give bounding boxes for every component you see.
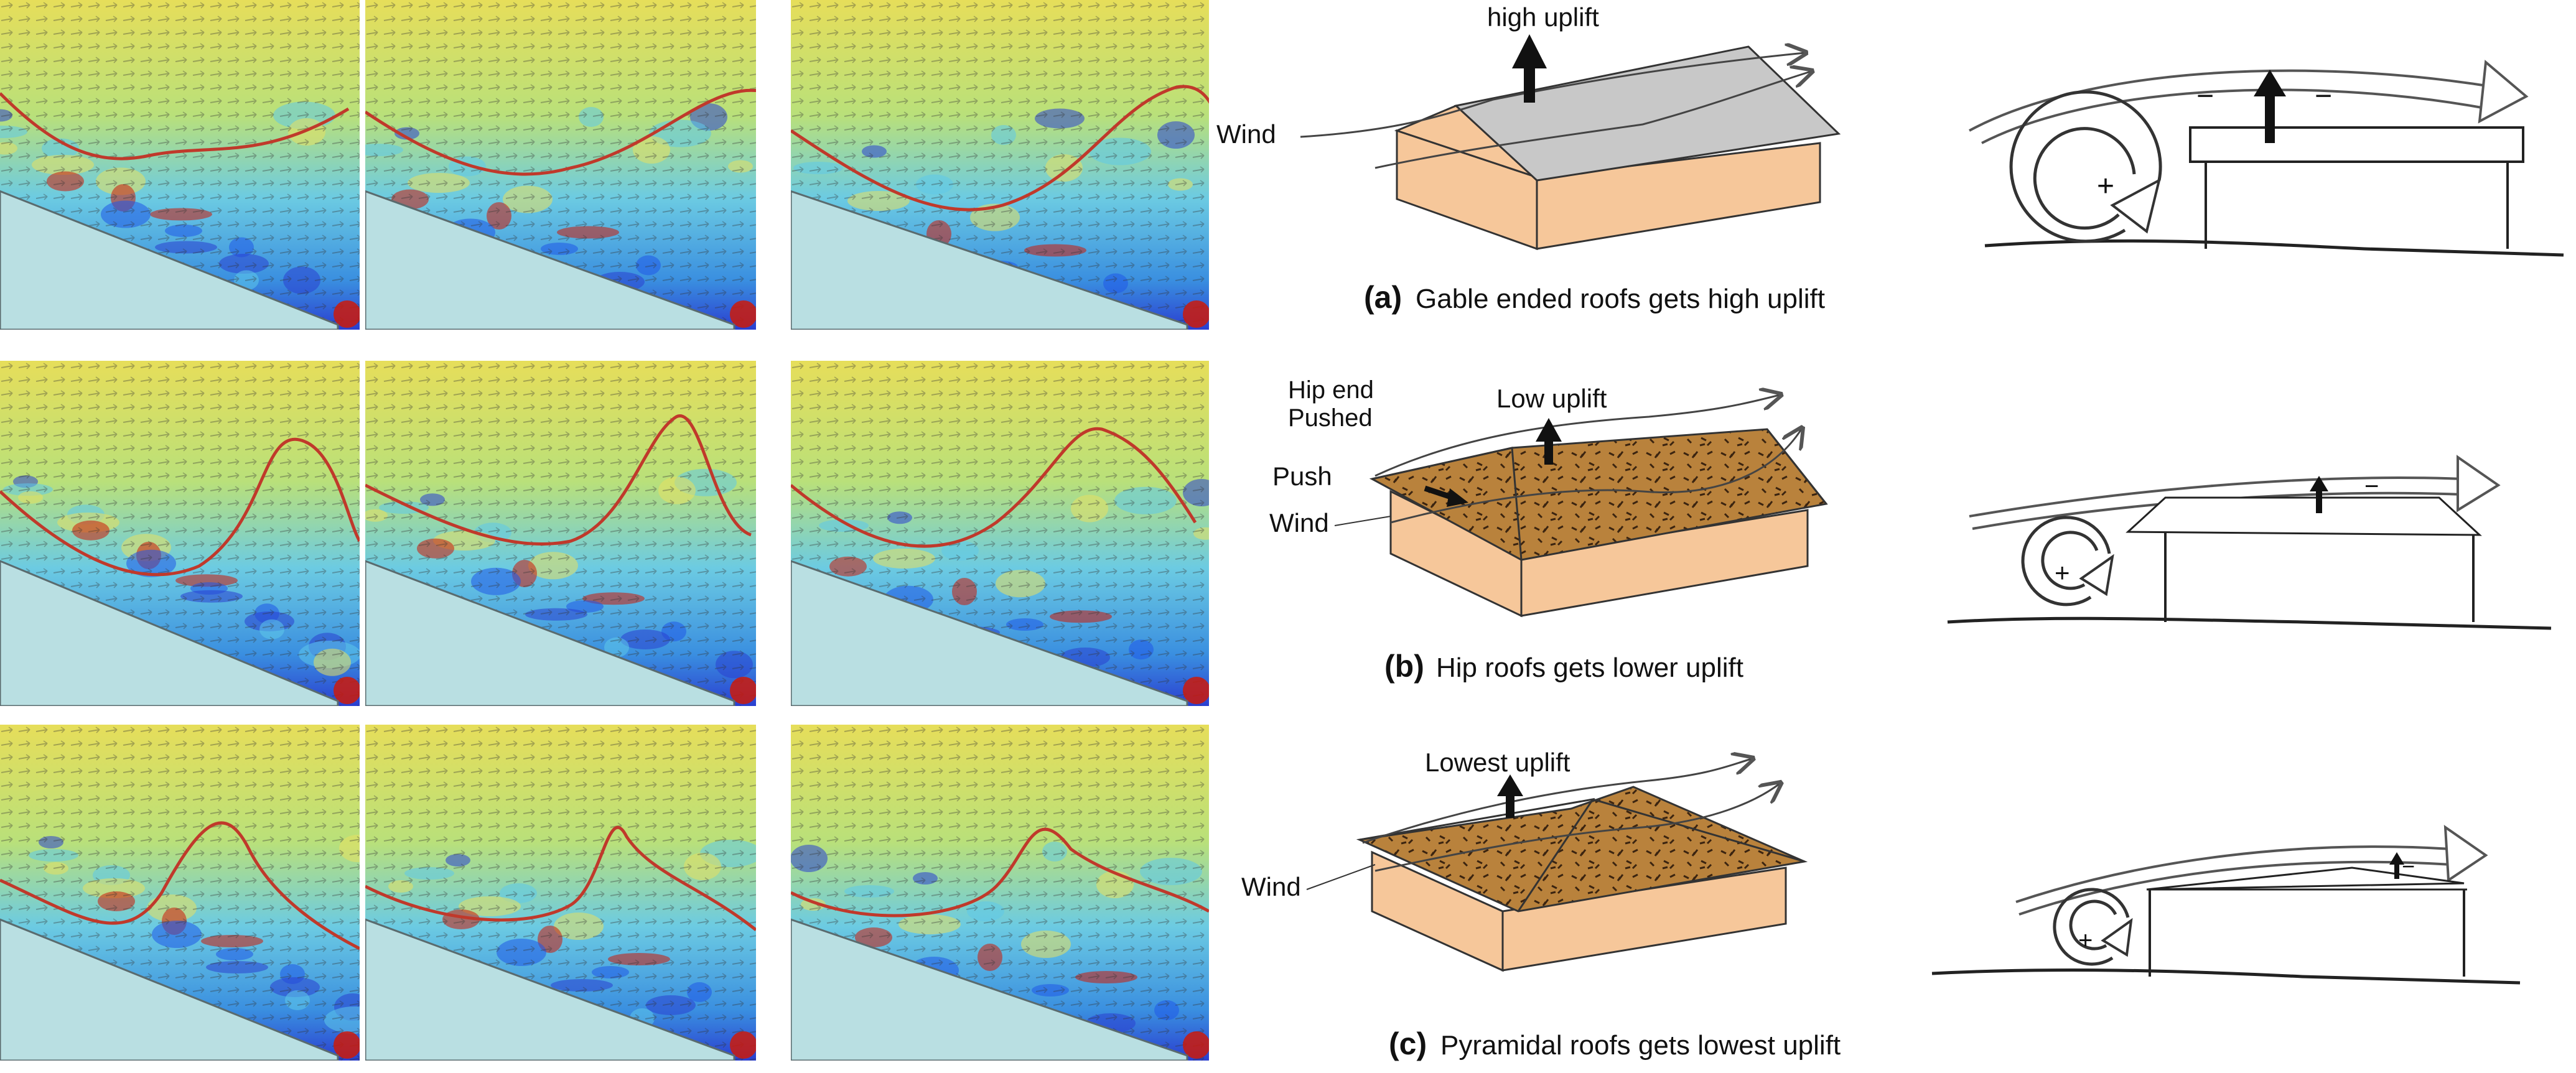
pyramid-house-side-wall [1501, 866, 1787, 972]
negative-pressure-symbol: − [2402, 853, 2415, 879]
shear-layer-boundary-line [791, 427, 1197, 548]
push-arrow [1424, 485, 1468, 507]
caption-letter-c: (c) [1389, 1026, 1427, 1061]
flow-field-panel [791, 361, 1209, 706]
flow-field-panel [791, 725, 1209, 1061]
slope-terrain [791, 560, 1188, 706]
shear-layer-boundary-line [365, 825, 756, 931]
caption-a: Gable ended roofs gets high uplift [1416, 284, 1825, 314]
slope-terrain [365, 918, 735, 1061]
roof-diagram-a: high uplift Wind + − − (a) Gable ended r… [1216, 2, 2564, 315]
flow-field-panel [791, 0, 1209, 330]
negative-pressure-symbol: − [2315, 80, 2332, 113]
wind-streamline [1390, 429, 1801, 524]
caption-c: Pyramidal roofs gets lowest uplift [1440, 1030, 1841, 1061]
roof-diagram-b: Low uplift Hip end Pushed Push Wind + − … [1269, 376, 2552, 684]
slope-terrain [0, 560, 339, 706]
uplift-arrow-medium [1536, 418, 1562, 465]
shear-layer-boundary-line [365, 88, 756, 176]
positive-pressure-symbol: + [2097, 170, 2114, 203]
section-sketch-b: + − [1947, 455, 2552, 630]
uplift-label: Lowest uplift [1425, 748, 1570, 777]
flow-field-panel [0, 361, 360, 706]
uplift-label: Low uplift [1496, 384, 1607, 413]
shear-layer-boundary-line [0, 821, 360, 950]
flow-field-panel [365, 361, 756, 706]
section-sketch-c: + − [1931, 825, 2521, 985]
slope-terrain [0, 918, 339, 1061]
caption-letter-a: (a) [1364, 280, 1402, 315]
wind-streamline [1374, 395, 1780, 477]
slope-terrain [0, 190, 339, 330]
uplift-label: high uplift [1487, 2, 1599, 32]
push-label: Push [1272, 462, 1332, 491]
slope-terrain [791, 918, 1188, 1061]
shear-layer-boundary-line [0, 437, 360, 577]
wind-label: Wind [1269, 508, 1329, 537]
flow-field-panel [365, 725, 756, 1061]
caption-b: Hip roofs gets lower uplift [1436, 653, 1743, 683]
shear-layer-boundary-line [365, 414, 752, 546]
positive-pressure-symbol: + [2078, 927, 2093, 954]
slope-terrain [791, 190, 1188, 330]
shear-layer-boundary-line [0, 92, 350, 160]
wind-streamline [1362, 759, 1752, 844]
flow-field-panel [0, 0, 360, 330]
negative-pressure-symbol: − [2196, 80, 2214, 113]
flow-field-panel [365, 0, 756, 330]
slope-terrain [365, 190, 735, 330]
roof-diagram-c: Lowest uplift Wind + − (c) Pyramidal roo… [1241, 748, 2521, 1061]
uplift-arrow-small [1497, 774, 1523, 818]
slope-terrain [365, 560, 735, 706]
wind-label: Wind [1216, 119, 1276, 149]
hip-end-label: Hip end [1288, 376, 1374, 404]
uplift-arrow-large [1512, 34, 1547, 103]
flow-panel-grid [0, 0, 1209, 1061]
section-sketch-a: + − − [1969, 60, 2564, 257]
shear-layer-boundary-line [791, 85, 1209, 211]
hip-end-pushed-label: Pushed [1288, 404, 1373, 432]
wind-streamline [1300, 53, 1804, 138]
wind-label: Wind [1241, 872, 1301, 901]
gable-roof [1454, 45, 1841, 182]
positive-pressure-symbol: + [2055, 558, 2070, 587]
negative-pressure-symbol: − [2364, 473, 2379, 500]
shear-layer-boundary-line [791, 827, 1209, 917]
wind-streamline [1374, 784, 1780, 872]
pyramid-roof [1356, 786, 1808, 913]
caption-letter-b: (b) [1384, 649, 1424, 684]
flow-field-panel [0, 725, 360, 1061]
wind-streamline [1374, 72, 1811, 169]
